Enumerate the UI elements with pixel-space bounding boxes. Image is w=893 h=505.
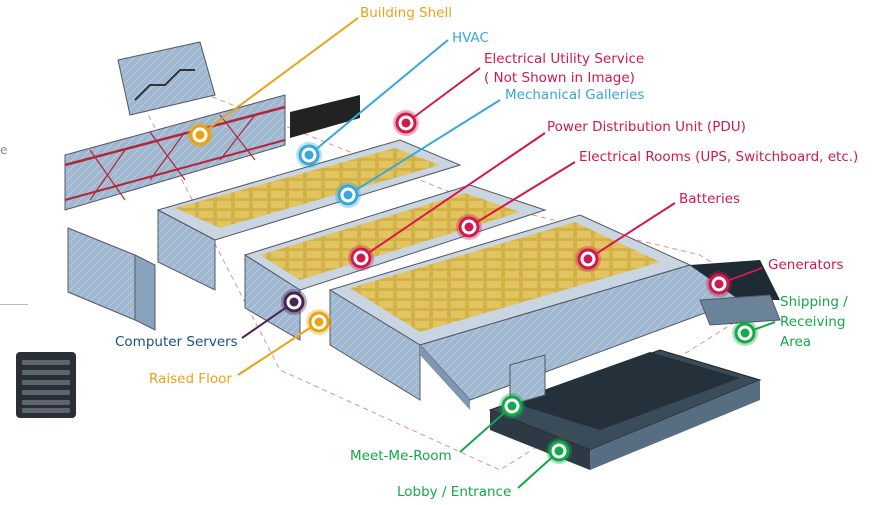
marker-generators-icon bbox=[706, 271, 732, 297]
label-pdu: Power Distribution Unit (PDU) bbox=[547, 119, 746, 135]
building-shell-wall bbox=[64, 94, 360, 211]
marker-hvac-icon bbox=[296, 142, 322, 168]
label-lobby-entrance: Lobby / Entrance bbox=[397, 484, 512, 500]
marker-batteries-icon bbox=[575, 246, 601, 272]
marker-meet-me-room-icon bbox=[499, 393, 525, 419]
side-divider bbox=[0, 304, 28, 305]
label-generators: Generators bbox=[768, 257, 844, 273]
data-hall-row-1 bbox=[156, 139, 462, 291]
marker-electrical-rooms-icon bbox=[456, 214, 482, 240]
marker-shipping-icon bbox=[732, 320, 758, 346]
marker-electrical-utility-service-icon bbox=[393, 110, 419, 136]
side-wall-panel bbox=[67, 227, 156, 331]
marker-lobby-icon bbox=[546, 438, 572, 464]
label-hvac: HVAC bbox=[452, 30, 489, 46]
marker-group bbox=[187, 110, 758, 464]
lobby-building bbox=[488, 349, 762, 470]
leader-lines bbox=[199, 17, 776, 489]
label-building-shell: Building Shell bbox=[360, 5, 452, 21]
label-shipping-receiving: Shipping / Receiving Area bbox=[780, 294, 848, 350]
marker-building-shell-icon bbox=[187, 122, 213, 148]
marker-computer-servers-icon bbox=[281, 289, 307, 315]
label-electrical-utility-service: Electrical Utility Service bbox=[484, 51, 645, 67]
marker-raised-floor-icon bbox=[306, 309, 332, 335]
label-meet-me-room: Meet-Me-Room bbox=[350, 448, 452, 464]
marker-pdu-icon bbox=[348, 245, 374, 271]
label-mechanical-galleries: Mechanical Galleries bbox=[505, 87, 645, 103]
marker-mechanical-galleries-icon bbox=[335, 182, 361, 208]
label-raised-floor: Raised Floor bbox=[149, 371, 232, 387]
label-electrical-rooms: Electrical Rooms (UPS, Switchboard, etc.… bbox=[579, 149, 859, 165]
label-batteries: Batteries bbox=[679, 191, 741, 207]
stair-wall-panel bbox=[117, 41, 216, 116]
label-not-shown: ( Not Shown in Image) bbox=[484, 70, 635, 86]
label-computer-servers: Computer Servers bbox=[115, 334, 238, 350]
server-rack-icon bbox=[16, 352, 76, 418]
data-hall-row-2 bbox=[243, 184, 547, 341]
data-hall-row-3 bbox=[328, 214, 692, 401]
partial-side-text: e bbox=[0, 143, 8, 157]
